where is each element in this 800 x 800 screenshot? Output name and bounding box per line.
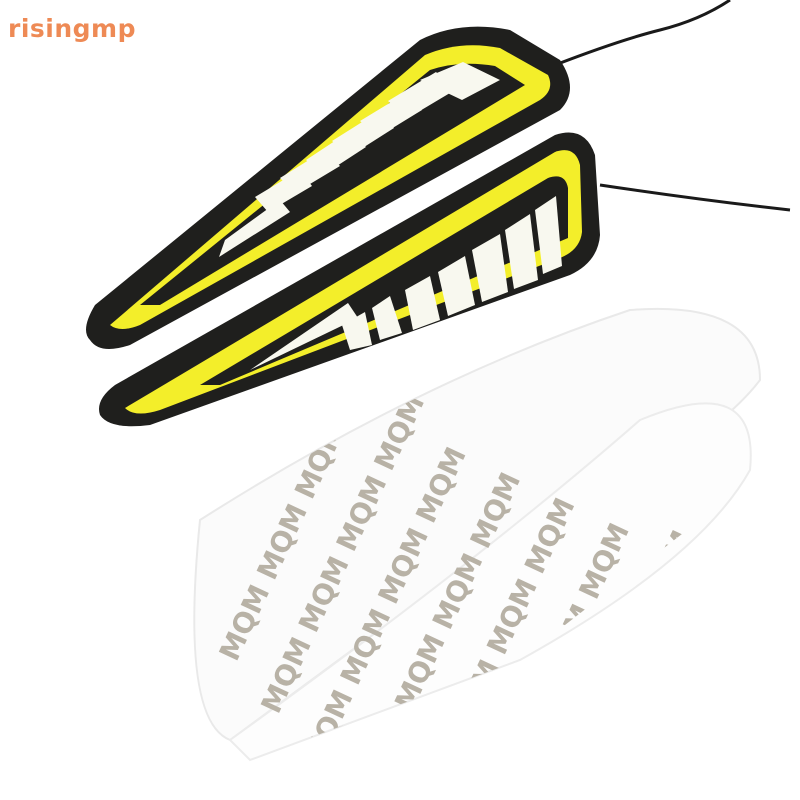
wire-right [599, 183, 791, 212]
watermark-text: risingmp [8, 14, 136, 43]
led-light-top [86, 26, 570, 350]
adhesive-tapes: MQM MQM MQM MQM MQM MQM MQM MQM MQM MQM … [193, 307, 762, 762]
wire-top [554, 0, 731, 67]
led-light-bottom [99, 132, 600, 427]
